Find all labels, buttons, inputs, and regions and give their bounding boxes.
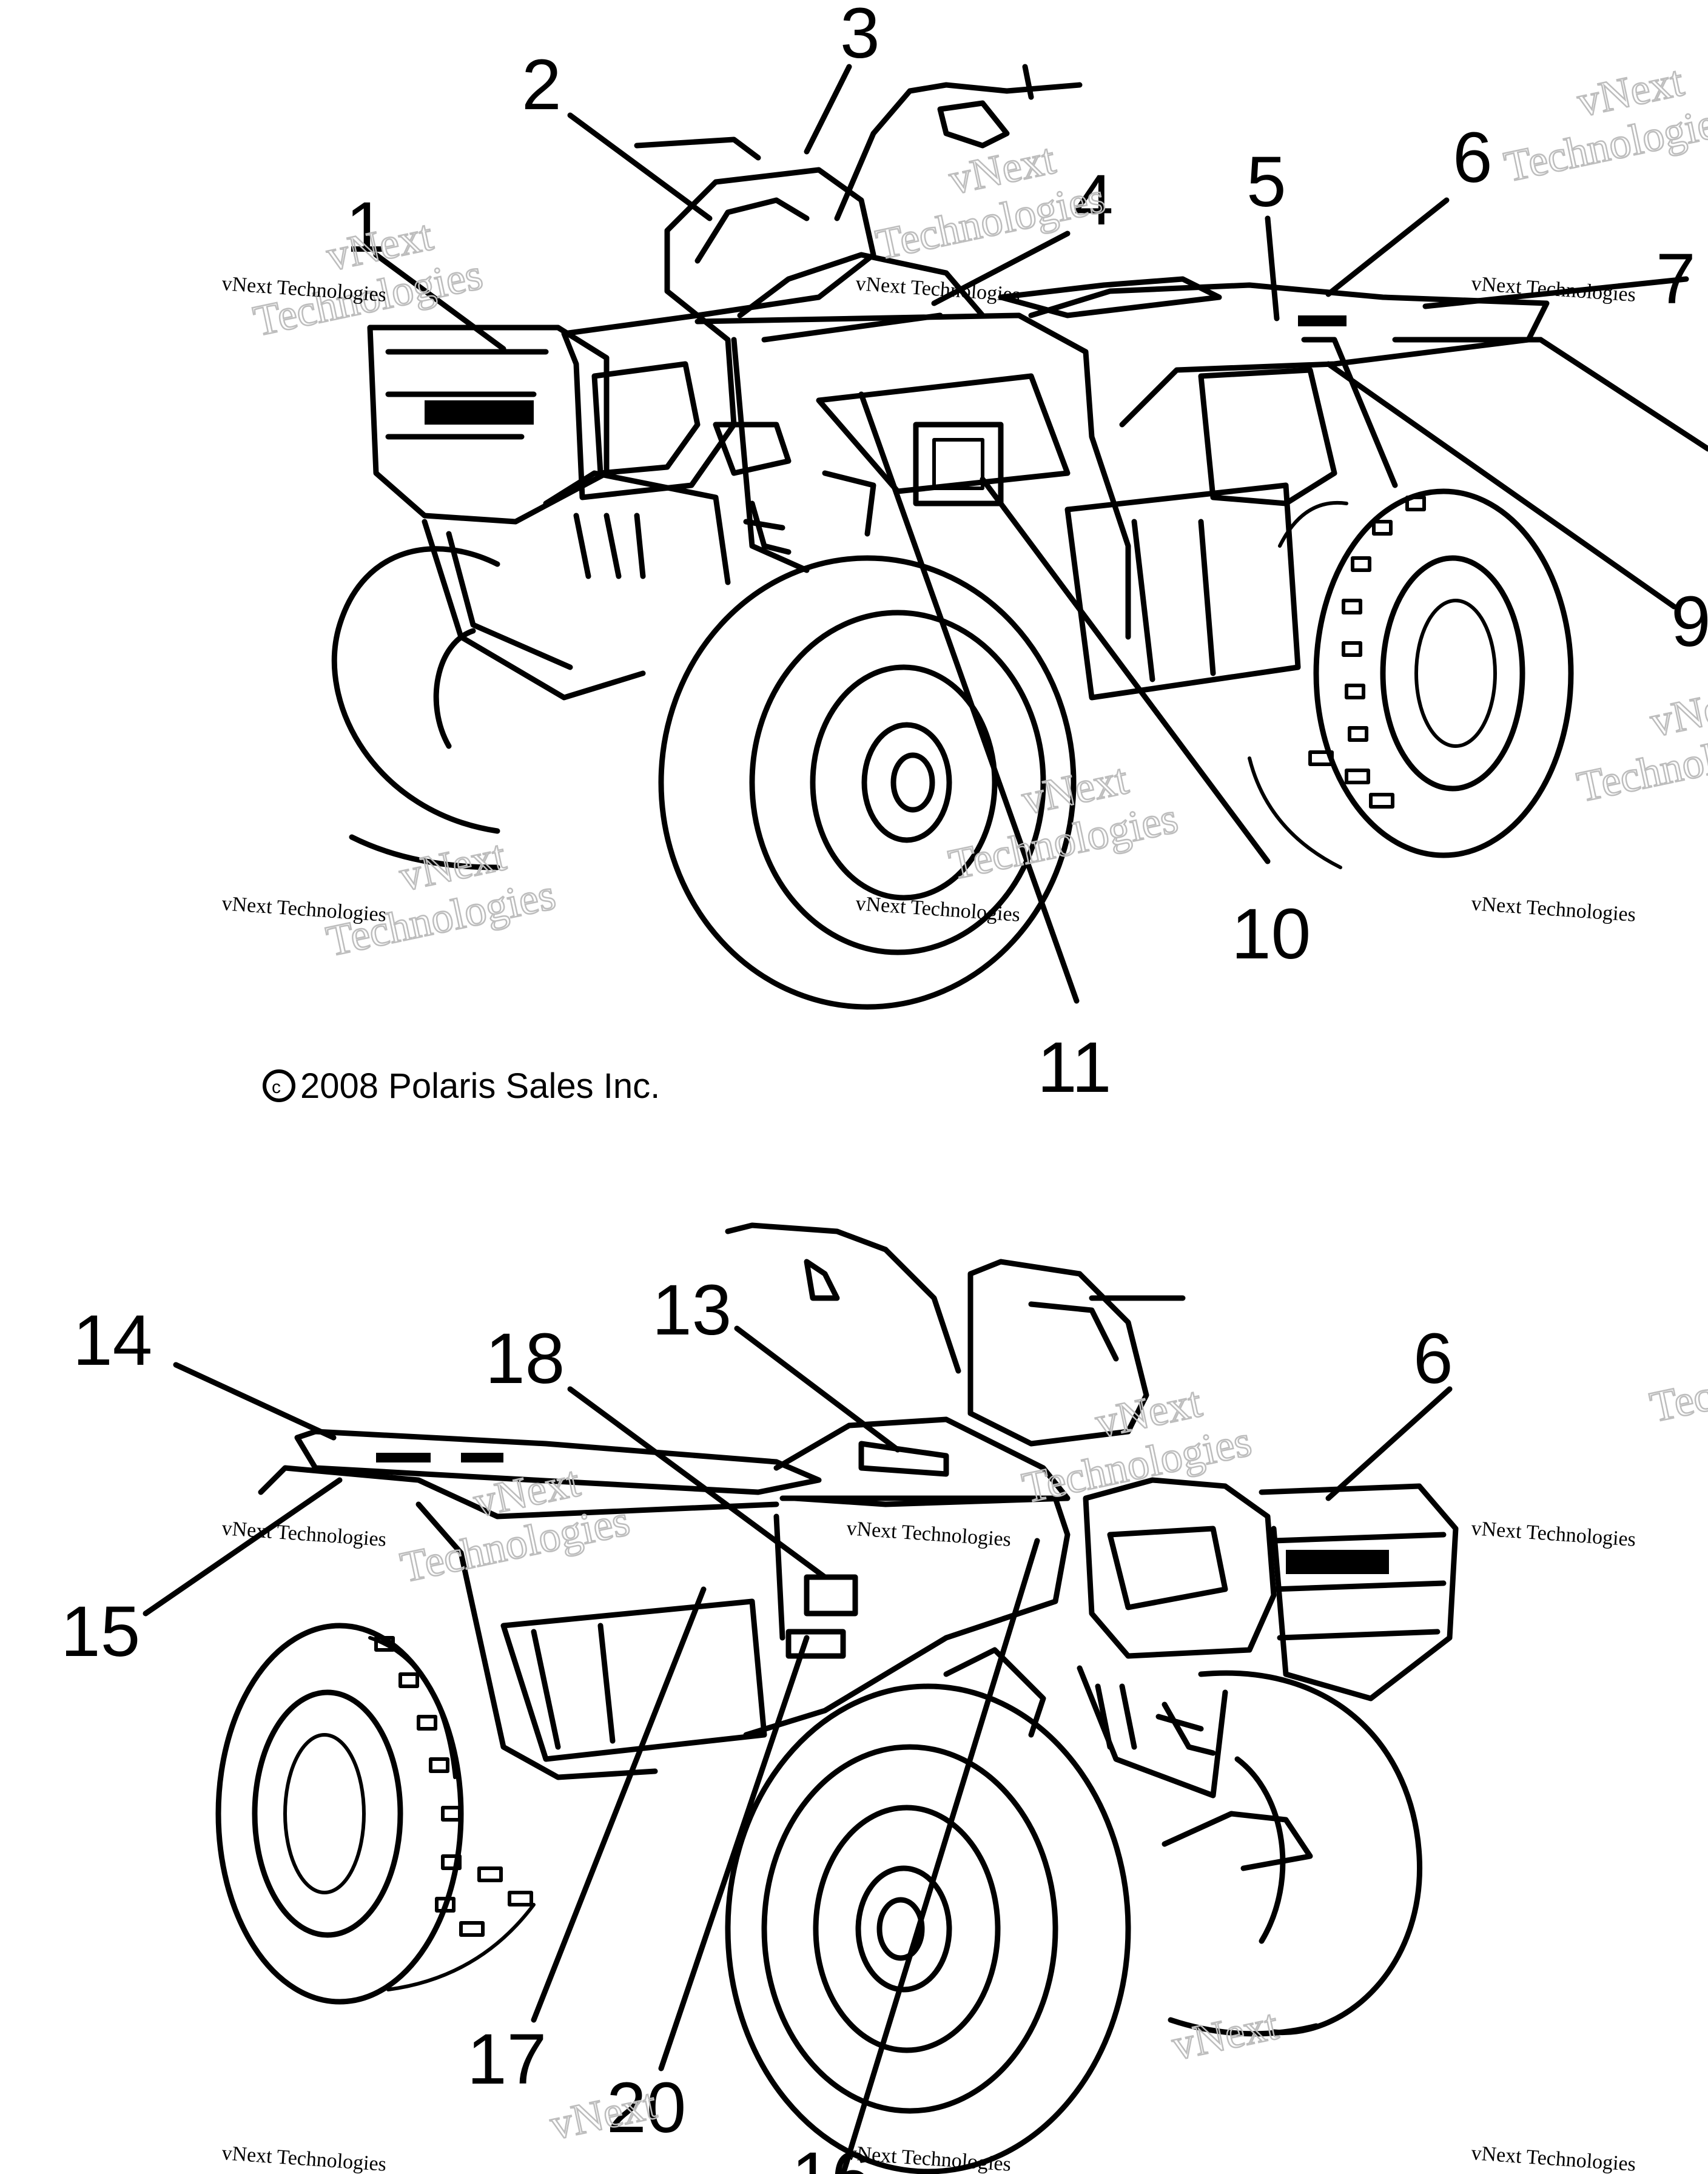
callout-7: 7 [1656,239,1696,319]
atv-body-bottom [258,1222,1459,1871]
watermark-caption: vNext Technologies [221,2142,387,2174]
watermark-caption: vNext Technologies [1470,1517,1636,1551]
watermark-caption: vNext Technologies [221,892,387,926]
svg-text:Technologies: Technologies [1646,1336,1708,1432]
atv-body-top [367,64,1550,701]
watermark-caption: vNext Technologies [1470,892,1636,926]
callout-5: 5 [1246,142,1286,222]
watermark: vNext Technologies [395,1456,634,1593]
watermark: vNext Technologies [321,830,560,966]
far-front-wheel-top [331,546,500,870]
callout-14: 14 [73,1301,152,1381]
watermark: vNext Technologies [871,133,1110,270]
callout-13: 13 [652,1270,731,1350]
watermark-caption: vNext Technologies [855,892,1021,926]
callout-18: 18 [485,1319,565,1399]
callout-11: 11 [1037,1028,1112,1108]
atv-front-right-view [215,1222,1459,2174]
watermark-caption: vNext Technologies [1470,2142,1636,2174]
callout-6: 6 [1453,118,1493,198]
front-wheel-top [658,555,1077,1010]
callout-20: 20 [607,2068,686,2148]
watermark: vNext Technologies [249,210,488,346]
front-wheel-bottom [725,1683,1131,2174]
copyright-symbol: © [270,1075,287,1100]
callout-16: 16 [792,2138,871,2174]
leader-lines-bottom [143,1325,1453,2174]
leader-lines-top [373,64,1708,1004]
far-front-wheel-bottom [1168,1670,1423,2037]
callout-2: 2 [522,45,562,125]
callout-1: 1 [346,187,386,268]
atv-front-left-view [331,64,1574,1010]
watermark: vNext Technologies [1645,1335,1708,1432]
watermark: vNext Technologies [1499,56,1708,192]
copyright-notice: © c 2008 Polaris Sales Inc. [263,1066,660,1106]
callout-17: 17 [467,2019,546,2099]
watermark-caption: vNext Technologies [846,1517,1012,1551]
watermark: vNext [1167,1999,1283,2070]
svg-text:vNext: vNext [1646,676,1708,746]
callout-6-bottom: 6 [1413,1319,1453,1399]
callout-3: 3 [840,0,880,73]
copyright-text: 2008 Polaris Sales Inc. [300,1066,660,1106]
callout-15: 15 [61,1592,140,1672]
rear-wheel-bottom [215,1623,536,2005]
callout-labels-bottom: 14 15 13 18 6 17 20 16 [61,1270,1453,2174]
watermark: vNext Technologies [1572,676,1708,812]
callout-9: 9 [1671,582,1708,662]
callout-10: 10 [1231,894,1311,974]
callout-labels-top: 1 2 3 4 5 6 7 9 10 11 [346,0,1708,1108]
callout-4: 4 [1074,160,1114,240]
rear-wheel-top [1248,488,1574,869]
svg-text:c: c [272,1077,281,1097]
svg-text:vNext: vNext [1168,2000,1282,2070]
